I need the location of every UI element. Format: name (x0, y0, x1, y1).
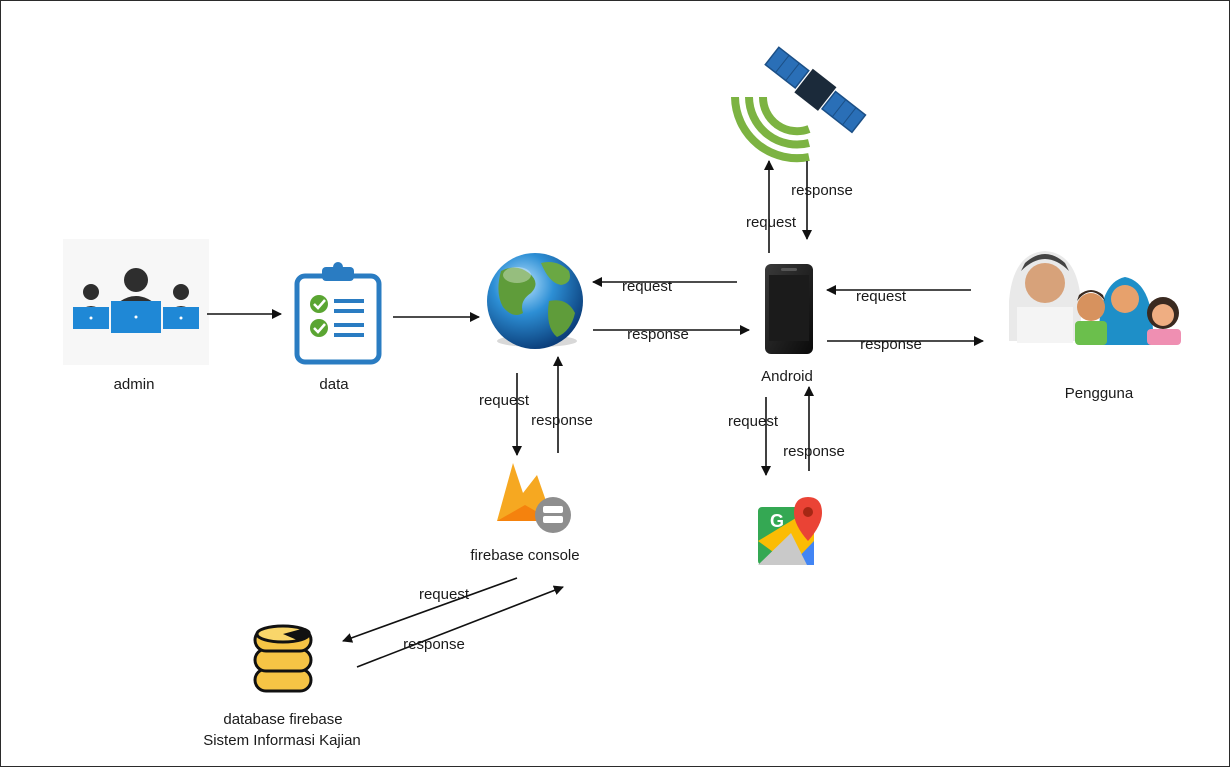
database-icon (253, 624, 313, 693)
admin-label: admin (114, 376, 155, 393)
edge-label-android-pengguna-request: request (856, 288, 907, 305)
edge-database-to-console-response (356, 585, 564, 668)
users-family-icon (1009, 251, 1181, 345)
svg-text:G: G (770, 511, 784, 531)
admin-icon (63, 239, 209, 365)
satellite-icon (731, 46, 867, 163)
data-label: data (319, 376, 349, 393)
edge-label-console-db-request: request (419, 586, 470, 603)
firebase-console-label: firebase console (470, 547, 579, 564)
globe-icon (487, 253, 583, 349)
android-label: Android (761, 368, 813, 385)
firebase-icon (497, 463, 571, 533)
edge-label-internet-android-response: response (627, 326, 689, 343)
edge-label-internet-android-request: request (622, 278, 673, 295)
edge-label-internet-console-response: response (531, 412, 593, 429)
pengguna-label: Pengguna (1065, 385, 1134, 402)
edge-label-console-db-response: response (403, 636, 465, 653)
database-label-line1: database firebase (223, 711, 342, 728)
database-label-line2: Sistem Informasi Kajian (203, 732, 361, 749)
google-maps-icon: G (758, 497, 822, 565)
edge-label-internet-console-request: request (479, 392, 530, 409)
edge-label-android-maps-response: response (783, 443, 845, 460)
edge-label-android-satellite-response: response (791, 182, 853, 199)
edge-console-to-database-request (342, 577, 518, 643)
edge-label-android-satellite-request: request (746, 214, 797, 231)
edge-label-android-maps-request: request (728, 413, 779, 430)
edge-label-android-pengguna-response: response (860, 336, 922, 353)
clipboard-icon (294, 262, 382, 365)
android-phone-icon (765, 264, 813, 354)
